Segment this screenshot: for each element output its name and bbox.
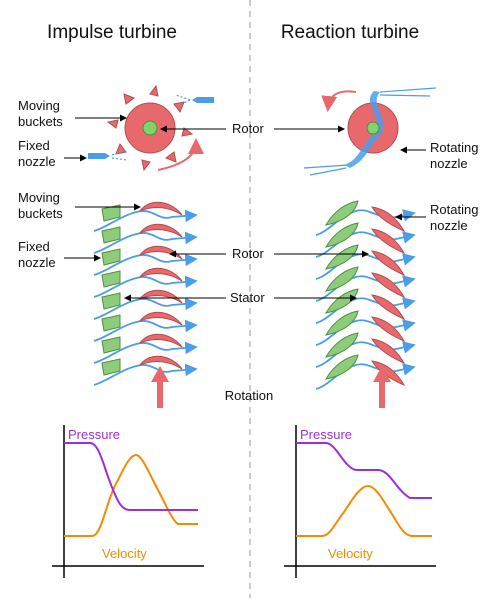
impulse-title: Impulse turbine [47,22,177,43]
reaction-graph: Pressure Velocity [284,425,436,578]
impulse-spray [111,94,191,161]
reaction-rotor-blade [371,228,406,255]
impulse-flow-line [93,209,198,232]
reaction-rotor-blade [371,272,406,299]
reaction-blade-cascade [315,200,416,390]
impulse-velocity-curve [64,453,198,537]
label-rotation: Rotation [225,388,273,403]
reaction-stator-blade [325,222,359,248]
impulse-flow-line [93,319,198,342]
reaction-pressure-curve [296,442,432,499]
impulse-stator-blade [101,292,121,310]
reaction-stator-blade [325,266,359,292]
impulse-moving-bucket [138,245,183,260]
fixed-nozzle-icon [88,153,110,159]
reaction-pressure-label: Pressure [300,427,352,442]
impulse-stator-blade [101,204,121,222]
impulse-moving-bucket [138,289,183,304]
label-rotor-mid: Rotor [232,246,264,261]
label-moving-buckets-mid: Moving buckets [18,190,64,221]
label-stator: Stator [230,290,265,305]
reaction-stator-blade [325,244,359,270]
impulse-flow-line [93,363,198,386]
impulse-moving-bucket [138,267,183,282]
reaction-stator-blade [325,332,359,358]
reaction-rotor-blade [371,360,406,387]
impulse-moving-bucket [138,355,183,370]
reaction-rotor-blade [371,250,406,277]
impulse-moving-bucket [138,201,183,216]
impulse-flow-line [93,297,198,320]
label-moving-buckets-top: Moving buckets [18,98,64,129]
impulse-stator-blade [101,226,121,244]
impulse-velocity-label: Velocity [102,546,147,561]
impulse-stator-blade [101,336,121,354]
reaction-velocity-label: Velocity [328,546,373,561]
reaction-title: Reaction turbine [281,22,419,43]
impulse-moving-bucket [138,311,183,326]
reaction-stator-blade [325,354,359,380]
reaction-rotor-blade [371,316,406,343]
impulse-rotation-direction-arrow [151,366,169,408]
impulse-flow-line [93,341,198,364]
impulse-rotation-arrow [157,138,204,171]
reaction-rotation-direction-arrow [373,366,391,408]
impulse-moving-bucket [138,223,183,238]
impulse-flow-line [93,275,198,298]
impulse-flow-line [93,231,198,254]
impulse-pressure-curve [64,442,198,511]
impulse-stator-blade [101,314,121,332]
label-fixed-nozzle-mid: Fixed nozzle [18,239,56,270]
reaction-rotation-arrow [321,90,357,112]
impulse-blade-cascade [93,201,198,386]
impulse-stator-blade [101,248,121,266]
impulse-moving-bucket [138,333,183,348]
impulse-pressure-label: Pressure [68,427,120,442]
label-rotor-top: Rotor [232,121,264,136]
reaction-jet-lines [303,87,437,176]
impulse-rotor-wheel [106,84,194,172]
reaction-rotor-blade [371,338,406,365]
label-rotating-nozzle-top: Rotating nozzle [430,140,482,171]
impulse-stator-blade [101,358,121,376]
reaction-velocity-curve [296,484,432,537]
label-fixed-nozzle-top: Fixed nozzle [18,138,56,169]
reaction-rotor-blade [371,294,406,321]
impulse-flow-line [93,253,198,276]
reaction-rotor-blade [371,206,406,233]
impulse-stator-blade [101,270,121,288]
reaction-stator-blade [325,310,359,336]
reaction-stator-blade [325,200,359,226]
moving-nozzle-icon [192,97,214,103]
label-rotating-nozzle-mid: Rotating nozzle [430,202,482,233]
reaction-rotor-wheel [345,91,399,168]
impulse-graph: Pressure Velocity [52,425,204,578]
